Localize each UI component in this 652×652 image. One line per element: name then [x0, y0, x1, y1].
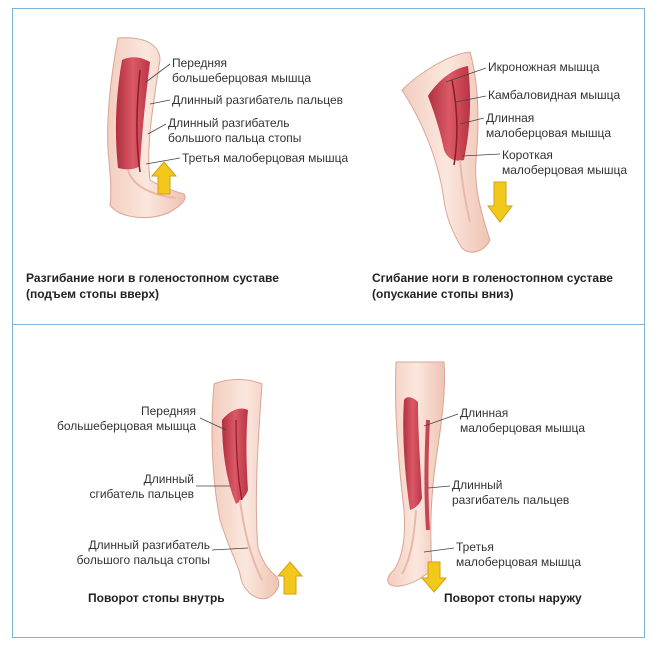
label-extensor-hallucis-longus-inv: Длинный разгибатель большого пальца стоп… — [77, 538, 210, 568]
label-text: Короткая малоберцовая мышца — [502, 148, 628, 177]
row-divider — [12, 324, 645, 325]
label-text: Икроножная мышца — [488, 60, 600, 74]
label-text: Длинный разгибатель пальцев — [172, 93, 343, 107]
caption-text: Поворот стопы наружу — [444, 591, 582, 605]
caption-eversion: Поворот стопы наружу — [444, 590, 582, 606]
label-text: Длинная малоберцовая мышца — [460, 406, 586, 435]
caption-text: Сгибание ноги в голеностопном суставе (о… — [372, 271, 613, 301]
caption-text: Разгибание ноги в голеностопном суставе … — [26, 271, 279, 301]
label-text: Длинный разгибатель большого пальца стоп… — [168, 116, 302, 145]
leader-line — [211, 547, 249, 551]
leg-eversion — [387, 361, 446, 587]
caption-inversion: Поворот стопы внутрь — [88, 590, 225, 606]
label-text: Камбаловидная мышца — [488, 88, 621, 102]
label-extensor-hallucis-longus: Длинный разгибатель большого пальца стоп… — [168, 116, 301, 146]
label-fibularis-tertius: Третья малоберцовая мышца — [182, 151, 348, 166]
leader-line — [199, 417, 227, 431]
leader-line — [145, 157, 181, 165]
leader-line — [427, 485, 451, 489]
label-text: Длинный разгибатель пальцев — [452, 478, 570, 507]
arrow-down-plantarflexion — [487, 181, 513, 223]
leg-inversion — [211, 379, 280, 600]
arrow-down-eversion — [420, 561, 448, 593]
label-tibialis-anterior: Передняя большеберцовая мышца — [172, 56, 311, 86]
label-fibularis-brevis: Короткая малоберцовая мышца — [502, 148, 627, 178]
label-tibialis-anterior-line1: Передняя большеберцовая мышца — [172, 56, 311, 85]
leader-line — [455, 95, 487, 103]
leader-line — [459, 117, 485, 125]
label-text: Третья малоберцовая мышца — [182, 151, 349, 165]
caption-dorsiflexion: Разгибание ноги в голеностопном суставе … — [26, 270, 279, 302]
leg-dorsiflexion — [107, 37, 186, 219]
figure-frame — [12, 8, 645, 638]
leader-line — [423, 413, 459, 427]
label-tibialis-anterior-inv: Передняя большеберцовая мышца — [57, 404, 196, 434]
label-extensor-digitorum-longus-ev: Длинный разгибатель пальцев — [452, 478, 569, 508]
caption-plantarflexion: Сгибание ноги в голеностопном суставе (о… — [372, 270, 613, 302]
arrow-up-dorsiflexion — [150, 161, 178, 195]
label-text: Передняя большеберцовая мышца — [57, 404, 196, 433]
label-soleus: Камбаловидная мышца — [488, 88, 620, 103]
label-text: Длинная малоберцовая мышца — [486, 111, 612, 140]
leader-line — [147, 123, 167, 135]
label-fibularis-longus-ev: Длинная малоберцовая мышца — [460, 406, 585, 436]
leg-plantarflexion — [401, 51, 491, 253]
label-text: Третья малоберцовая мышца — [456, 540, 582, 569]
label-flexor-digitorum-longus: Длинный сгибатель пальцев — [89, 472, 194, 502]
label-gastrocnemius: Икроножная мышца — [488, 60, 600, 75]
label-extensor-digitorum-longus: Длинный разгибатель пальцев — [172, 93, 343, 108]
label-fibularis-longus: Длинная малоберцовая мышца — [486, 111, 611, 141]
caption-text: Поворот стопы внутрь — [88, 591, 225, 605]
leader-line — [461, 153, 501, 157]
leader-line — [423, 547, 455, 553]
label-text: Длинный разгибатель большого пальца стоп… — [76, 538, 210, 567]
label-fibularis-tertius-ev: Третья малоберцовая мышца — [456, 540, 581, 570]
leader-line — [149, 99, 171, 105]
label-text: Длинный сгибатель пальцев — [89, 472, 194, 501]
arrow-up-inversion — [276, 561, 304, 595]
leader-line — [145, 63, 171, 83]
leader-line — [445, 67, 487, 83]
